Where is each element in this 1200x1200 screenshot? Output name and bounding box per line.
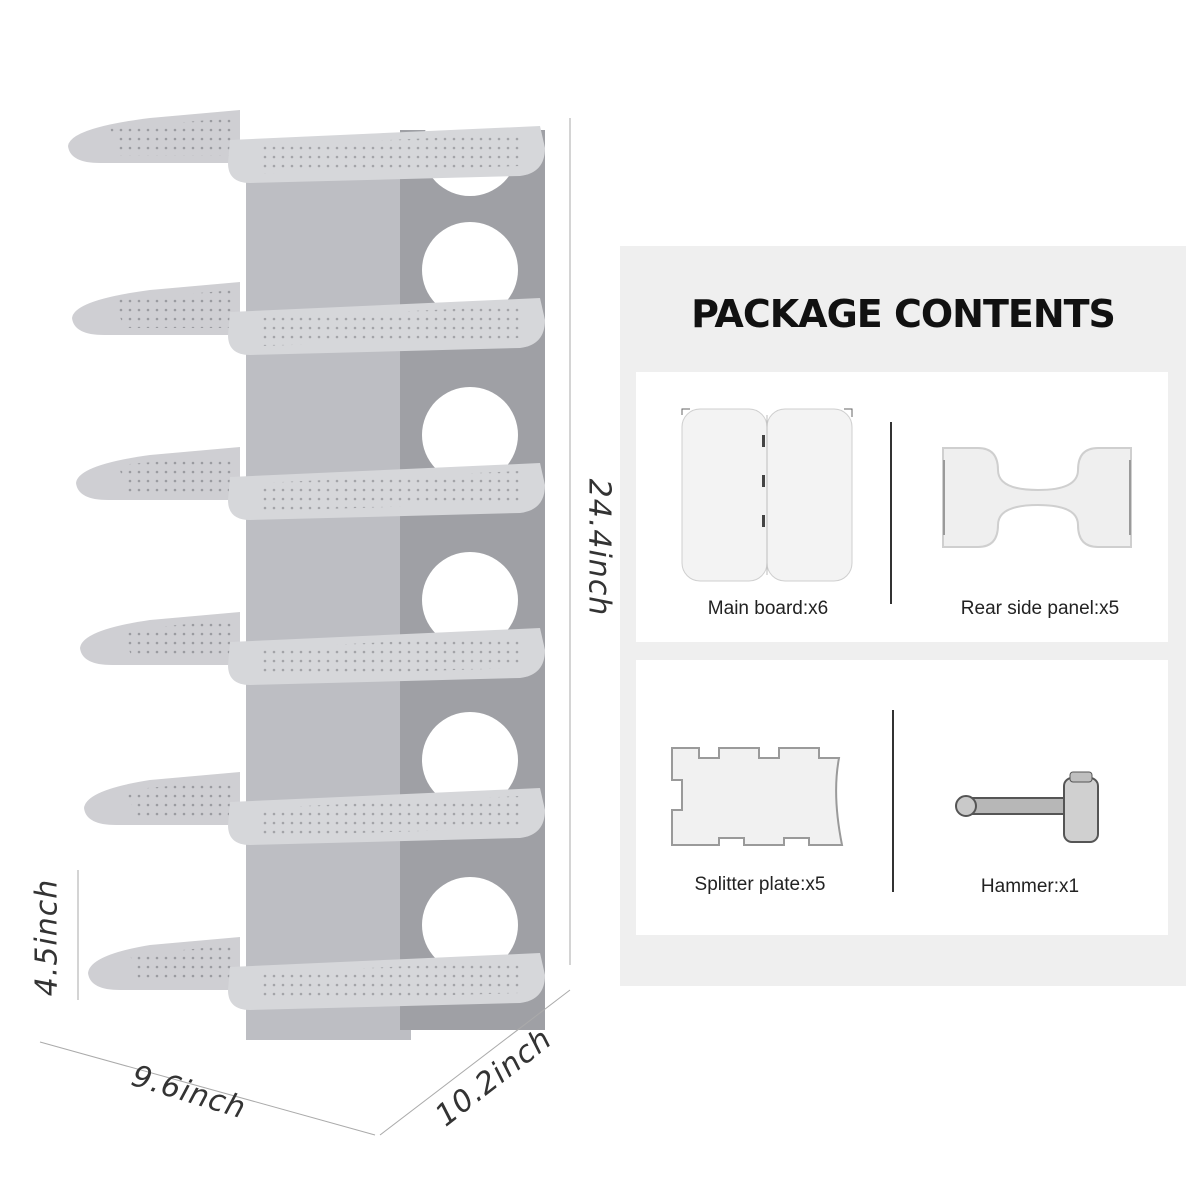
card-divider: [892, 710, 894, 892]
side-panel-cutout: [422, 877, 518, 973]
depth-guide-line: [379, 989, 571, 1136]
right-shelf-holes: [260, 134, 520, 174]
right-shelf-holes: [260, 636, 520, 676]
right-shelf-holes: [260, 961, 520, 1001]
side-panel-cutout: [422, 222, 518, 318]
height-dimension-label: 24.4inch: [581, 478, 617, 617]
package-contents-title: PACKAGE CONTENTS: [691, 292, 1116, 336]
rack-back-panel: [246, 140, 411, 1040]
shelf-gap-dimension-label: 4.5inch: [29, 878, 65, 997]
left-shelf-holes: [130, 945, 235, 983]
splitter-plate-caption: Splitter plate:x5: [694, 874, 826, 895]
splitter-plate-image: [671, 747, 844, 846]
hammer-icon: [955, 771, 1099, 843]
width-guide-line: [39, 1041, 376, 1136]
side-panel-cutout: [422, 552, 518, 648]
right-shelf-holes: [260, 306, 520, 346]
hammer-caption: Hammer:x1: [980, 876, 1080, 897]
side-panel-cutout: [422, 712, 518, 808]
left-shelf-holes: [118, 455, 235, 493]
card-divider: [890, 422, 892, 604]
side-panel-cutout: [422, 387, 518, 483]
rear-side-panel-image: [942, 447, 1132, 548]
left-shelf-holes: [110, 118, 235, 156]
left-shelf-holes: [126, 780, 235, 818]
main-board-caption: Main board:x6: [707, 598, 829, 619]
main-board-image: [681, 408, 853, 582]
left-shelf-holes: [122, 620, 235, 658]
right-shelf-holes: [260, 796, 520, 836]
right-shelf-holes: [260, 471, 520, 511]
left-shelf-holes: [114, 290, 235, 328]
package-contents-layer: PACKAGE CONTENTS Main board:x6 Rear side…: [620, 0, 1186, 1200]
rear-side-panel-caption: Rear side panel:x5: [960, 598, 1120, 619]
shoe-rack-illustration: [39, 110, 571, 1136]
